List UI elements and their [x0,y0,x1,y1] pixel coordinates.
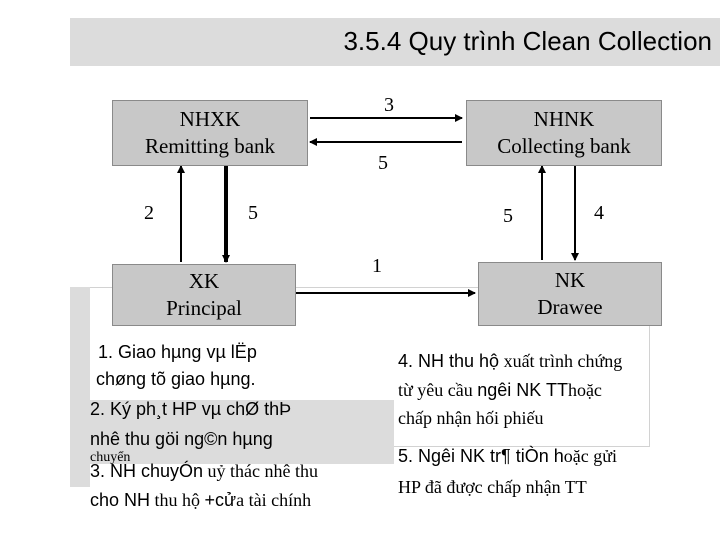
note-4-line1-b: xuất trình chứng [499,351,623,371]
note-3-line1: 3. NH chuyÓn uỷ thác nhê thu [90,462,318,480]
arrow-label-5-right: 5 [503,205,513,227]
box-nhnk: NHNK Collecting bank [466,100,662,166]
note-3-line2-a: cho NH [90,490,151,510]
note-3-line2-d: a tài chính [236,490,312,510]
note-2-line3: chuyển [90,450,131,465]
note-3-line1-a: 3. NH chuyÓn [90,461,204,481]
note-4-line1: 4. NH thu hộ xuất trình chứng [398,352,622,370]
note-5-line2: HP đã được chấp nhận TT [398,477,587,497]
note-3-line2-b: thu hộ [150,490,205,510]
note-5-line1-a: 5. Ng­êi NK tr¶ tiÒn h [398,446,564,466]
title-bar: 3.5.4 Quy trình Clean Collection [70,18,720,66]
note-4-line2-a: từ yêu cầu [398,380,478,400]
note-5-line1: 5. Ng­êi NK tr¶ tiÒn hoặc gửi [398,447,617,465]
note-4-line1-a: 4. NH thu hộ [398,351,500,371]
arrow-label-3: 3 [384,94,394,116]
box-nhnk-line1: NHNK [533,106,595,131]
note-1-line1: 1. Giao hµng vµ lËp [98,342,257,362]
box-nhnk-line2: Collecting bank [497,134,631,158]
arrow-label-2: 2 [144,202,154,224]
box-nk: NK Drawee [478,262,662,326]
note-2-line2: nhê thu göi ng©n hµng [90,429,273,449]
note-3-line2: cho NH thu hộ +cửa tài chính [90,491,311,509]
arrow-label-1: 1 [372,255,382,277]
box-nhxk-line2: Remitting bank [144,134,276,158]
arrow-label-4: 4 [594,202,604,224]
arrow-label-5-left: 5 [248,202,258,224]
note-3-line1-b: uỷ thác nhê thu [203,461,319,481]
box-xk-line2: Principal [166,296,242,320]
box-nk-line2: Drawee [537,295,603,319]
box-nhxk-line1: NHXK [179,106,241,131]
arrow-label-5-top: 5 [378,152,388,174]
note-3-line2-c: +cử [204,490,237,510]
note-4-line2-c: hoặc [567,380,602,400]
box-xk-line1: XK [188,268,220,293]
note-5-line1-b: oặc gửi [563,446,617,466]
note-4-line3: chấp nhận hối phiếu [398,408,544,428]
background-shade-band [74,400,394,464]
note-4-line2: từ yêu cầu ng­êi NK TThoặc [398,381,602,399]
box-xk: XK Principal [112,264,296,326]
note-1-line2: chøng tõ giao hµng. [96,369,256,389]
box-nk-line1: NK [554,267,586,292]
note-2-line1: 2. Ký ph¸t HP vµ chØ thÞ [90,399,292,419]
box-nhxk: NHXK Remitting bank [112,100,308,166]
page-title: 3.5.4 Quy trình Clean Collection [343,26,712,56]
note-4-line2-b: ng­êi NK TT [477,380,568,400]
